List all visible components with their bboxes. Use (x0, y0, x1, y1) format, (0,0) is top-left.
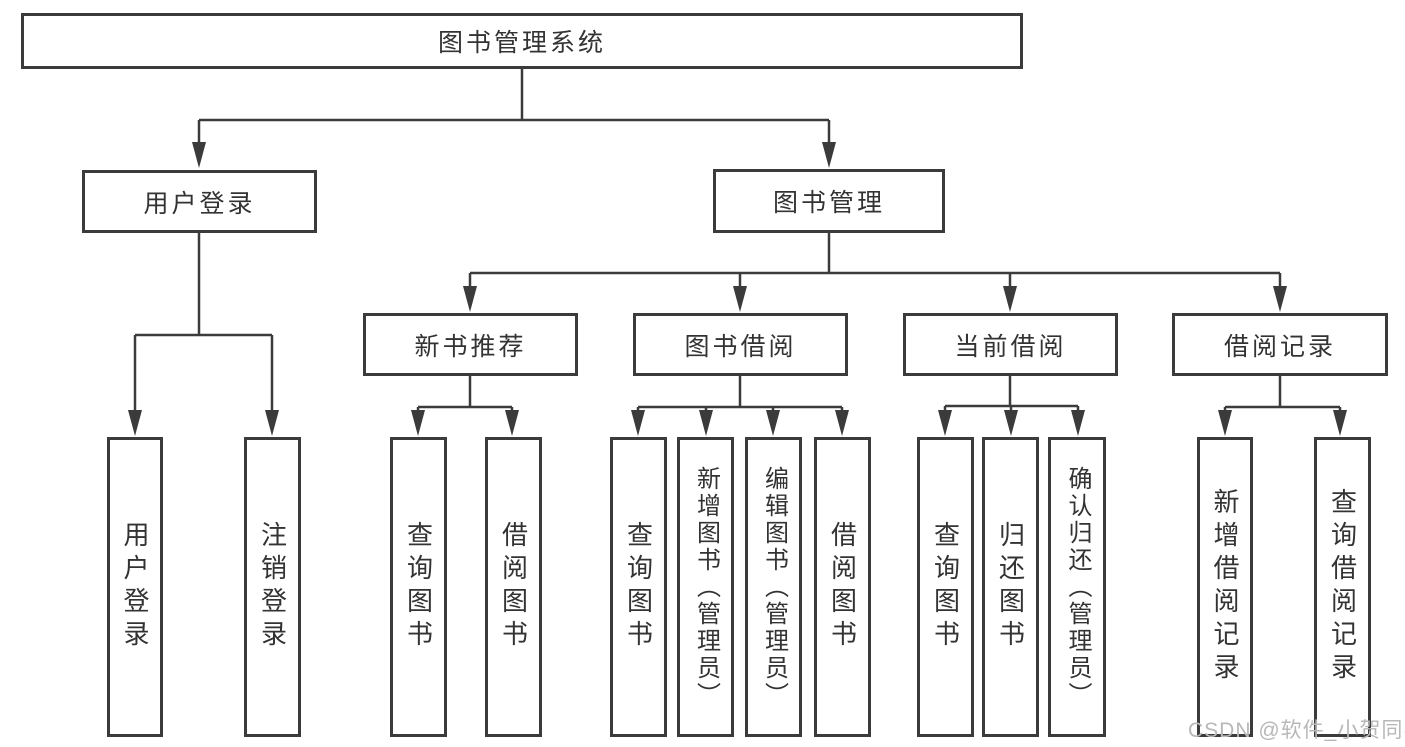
leaf-query-borrow-record: 查询借阅记录 (1314, 437, 1371, 737)
node-current-borrowing: 当前借阅 (903, 313, 1118, 376)
leaf-borrow-books-recommend: 借阅图书 (485, 437, 542, 737)
leaf-add-borrow-record-label: 新增借阅记录 (1210, 488, 1240, 686)
leaf-query-books-borrowing: 查询图书 (610, 437, 667, 737)
leaf-edit-books-admin-label: 编辑图书（管理员） (760, 465, 788, 709)
node-root-label: 图书管理系统 (437, 29, 606, 57)
leaf-confirm-return-admin: 确认归还（管理员） (1048, 437, 1106, 737)
leaf-borrow-books-recommend-label: 借阅图书 (498, 521, 529, 653)
node-user-login: 用户登录 (82, 170, 317, 233)
leaf-query-books-recommend-label: 查询图书 (403, 521, 434, 653)
leaf-confirm-return-admin-label: 确认归还（管理员） (1064, 465, 1091, 709)
leaf-edit-books-admin: 编辑图书（管理员） (745, 437, 802, 737)
leaf-return-books: 归还图书 (982, 437, 1039, 737)
csdn-watermark: CSDN @软件_小贺同学 (1188, 719, 1405, 742)
node-user-login-label: 用户登录 (143, 189, 256, 218)
node-borrowing-records: 借阅记录 (1172, 313, 1388, 376)
leaf-query-books-current: 查询图书 (917, 437, 974, 737)
node-borrowing-records-label: 借阅记录 (1223, 332, 1336, 361)
leaf-user-login: 用户登录 (107, 437, 163, 737)
node-book-management: 图书管理 (713, 169, 945, 233)
node-root: 图书管理系统 (21, 13, 1023, 69)
node-book-borrowing: 图书借阅 (633, 313, 848, 376)
leaf-query-books-recommend: 查询图书 (390, 437, 447, 737)
leaf-borrow-books-label: 借阅图书 (827, 521, 858, 653)
leaf-return-books-label: 归还图书 (995, 521, 1026, 653)
leaf-query-books-borrowing-label: 查询图书 (623, 521, 654, 653)
node-new-book-recommend-label: 新书推荐 (414, 332, 527, 361)
leaf-add-borrow-record: 新增借阅记录 (1197, 437, 1253, 737)
leaf-query-books-current-label: 查询图书 (930, 521, 961, 653)
arrowheads (128, 142, 1347, 436)
node-book-management-label: 图书管理 (772, 189, 885, 217)
leaf-add-books-admin: 新增图书（管理员） (677, 437, 734, 737)
leaf-logout-label: 注销登录 (257, 521, 288, 653)
leaf-add-books-admin-label: 新增图书（管理员） (692, 465, 720, 709)
node-new-book-recommend: 新书推荐 (363, 313, 578, 376)
leaf-borrow-books: 借阅图书 (814, 437, 871, 737)
leaf-logout: 注销登录 (244, 437, 301, 737)
leaf-user-login-label: 用户登录 (120, 521, 150, 653)
node-current-borrowing-label: 当前借阅 (954, 332, 1067, 361)
node-book-borrowing-label: 图书借阅 (684, 332, 797, 361)
leaf-query-borrow-record-label: 查询借阅记录 (1327, 488, 1358, 686)
